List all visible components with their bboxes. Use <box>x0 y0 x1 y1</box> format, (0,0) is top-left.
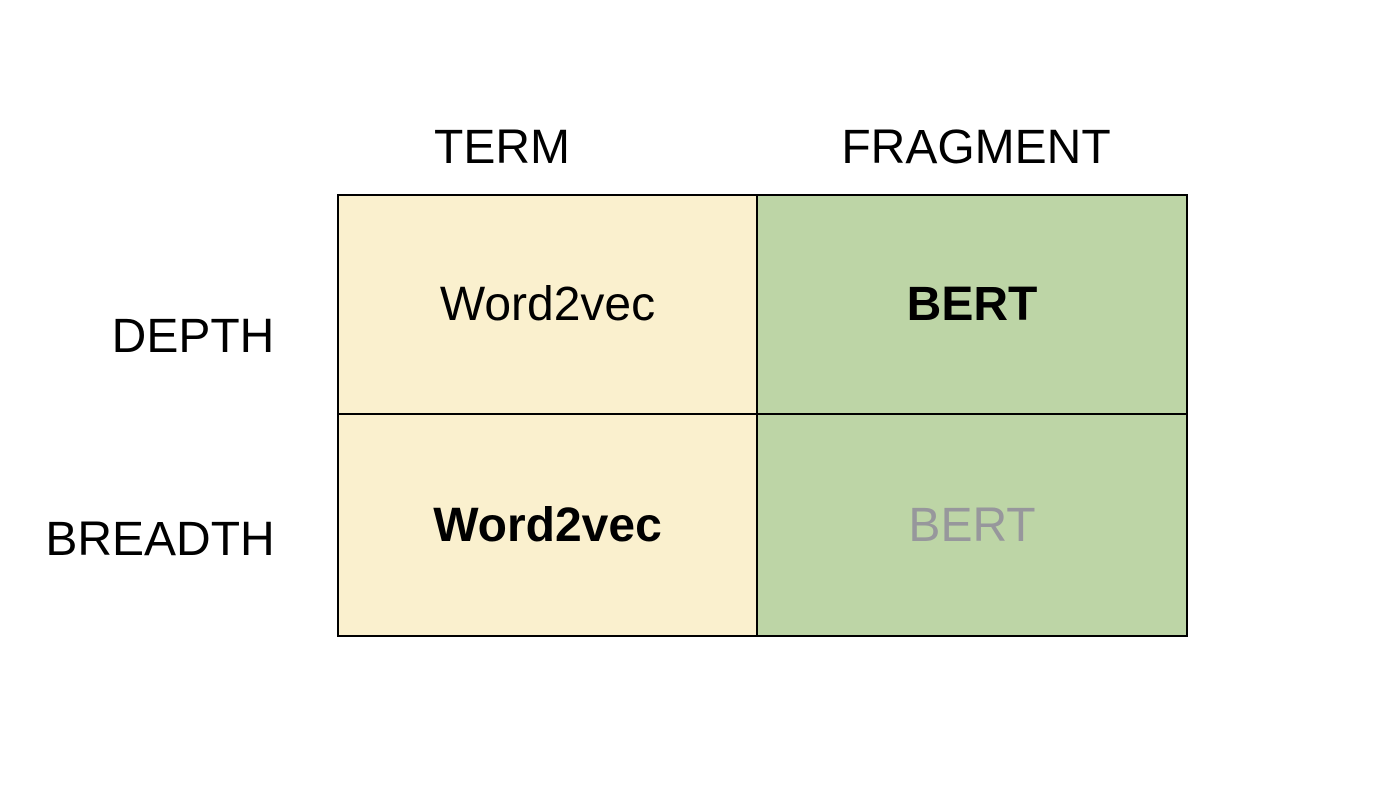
cell-breadth-term: Word2vec <box>339 415 758 635</box>
cell-depth-term: Word2vec <box>339 196 758 415</box>
row-header-breadth: BREADTH <box>45 513 275 566</box>
column-header-term: TERM <box>434 121 570 174</box>
cell-depth-fragment: BERT <box>758 196 1186 415</box>
matrix-table: Word2vec BERT Word2vec BERT <box>337 194 1188 637</box>
row-header-depth: DEPTH <box>111 310 275 363</box>
cell-breadth-fragment: BERT <box>758 415 1186 635</box>
column-header-fragment: FRAGMENT <box>841 121 1111 174</box>
